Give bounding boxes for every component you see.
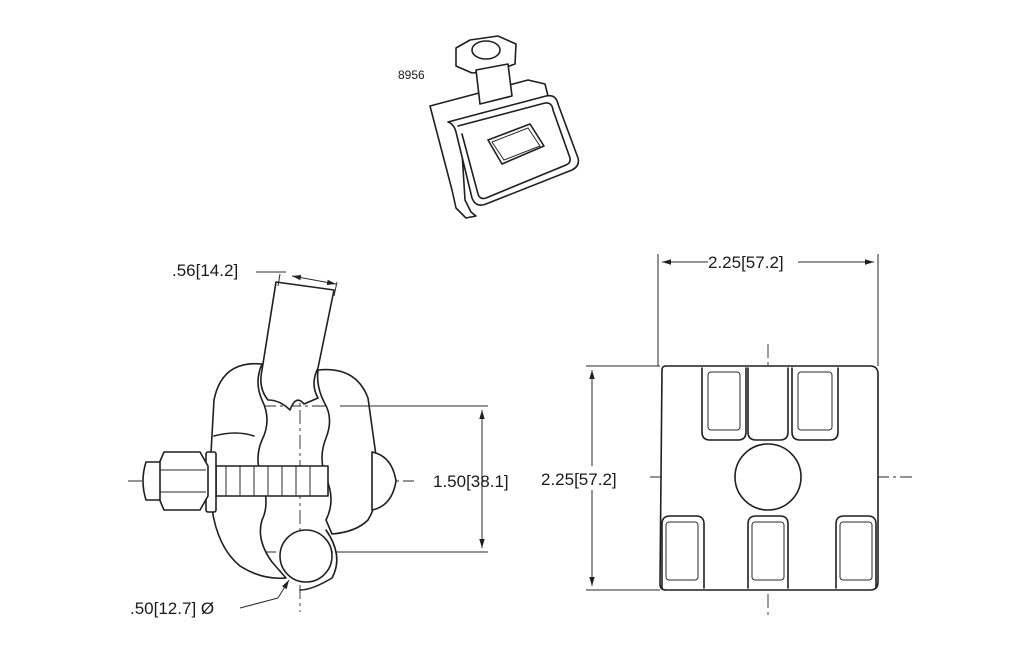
angled-arm (260, 281, 335, 411)
dim-hole-diameter: .50[12.7] Ø (130, 579, 290, 618)
overall-height-label: 2.25[57.2] (541, 470, 617, 489)
part-number-label: 8956 (398, 68, 425, 82)
bolt-threads (225, 466, 311, 496)
hole-spacing-label: 1.50[38.1] (433, 472, 509, 491)
bottom-slots (661, 515, 877, 589)
bolt-shank (475, 63, 513, 105)
top-slots (701, 367, 839, 441)
threaded-bolt (215, 465, 329, 497)
arm-width-label: .56[14.2] (172, 261, 238, 280)
dim-hole-spacing: 1.50[38.1] (340, 405, 509, 553)
overall-width-label: 2.25[57.2] (708, 253, 784, 272)
cable-hole (279, 529, 333, 583)
center-bolt-hole (734, 443, 802, 511)
isometric-view: 8956 (398, 35, 580, 219)
right-jaw-lower-lip (299, 529, 338, 591)
hex-bolt-head (455, 35, 517, 74)
hex-nut (157, 451, 209, 511)
plate-window (487, 123, 545, 165)
dim-overall-width: 2.25[57.2] (657, 250, 879, 366)
left-jaw-seam (213, 432, 255, 437)
bolt-end (142, 461, 161, 501)
bolt-head-face (471, 40, 501, 60)
clamp-back-plate (429, 79, 549, 219)
dim-overall-height: 2.25[57.2] (538, 365, 660, 591)
hole-diameter-label: .50[12.7] Ø (130, 599, 214, 618)
dim-arm-width: .56[14.2] (172, 261, 338, 297)
plate-window-inner (491, 127, 541, 161)
front-view: 2.25[57.2] 2.25[57.2] (538, 250, 912, 616)
clamp-front-plate (447, 94, 580, 206)
right-jaw (316, 368, 380, 535)
side-view: .56[14.2] 1.50[38.1] .50[12.7] Ø (128, 261, 509, 618)
front-plate-inner-edge (457, 102, 571, 200)
bolt-tip-dome (371, 451, 397, 511)
